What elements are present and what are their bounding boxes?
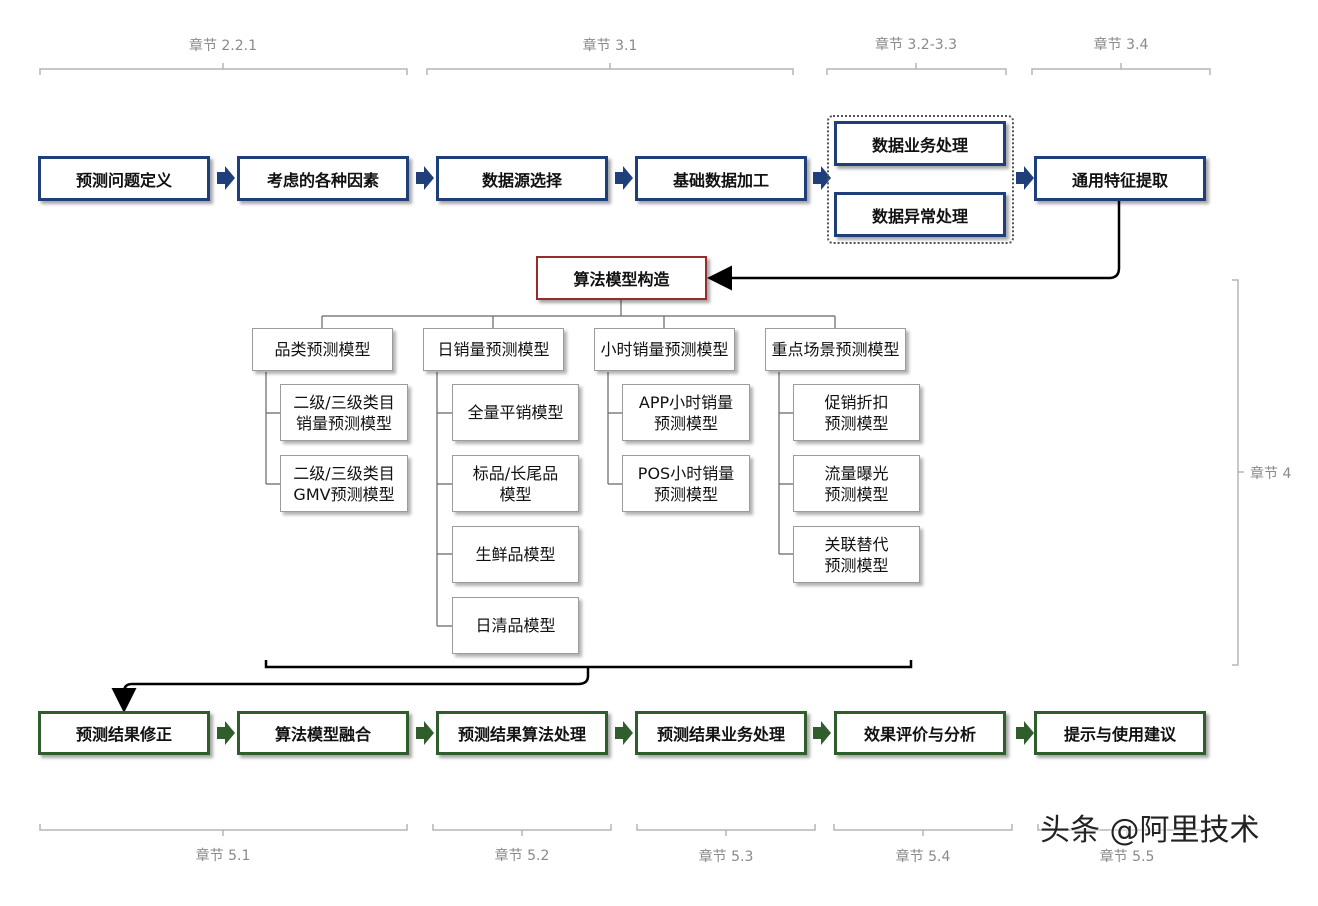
chapter-label-top-4: 章节 3.4	[1093, 37, 1149, 53]
bracket-bottom-3	[636, 824, 816, 836]
step-data-source: 数据源选择	[436, 156, 608, 201]
bracket-bottom-1	[39, 824, 408, 836]
category-scenario-model: 重点场景预测模型	[765, 328, 906, 371]
step-data-processing: 基础数据加工	[635, 156, 807, 201]
chapter-label-side: 章节 4	[1250, 466, 1292, 482]
bracket-bottom-4	[833, 824, 1013, 836]
arrow-top-5	[1016, 166, 1034, 190]
step-factors: 考虑的各种因素	[237, 156, 409, 201]
arrow-top-3	[615, 166, 633, 190]
model-item: 促销折扣 预测模型	[793, 384, 920, 441]
chapter-label-bottom-2: 章节 5.2	[494, 848, 550, 864]
step-result-algorithm-processing: 预测结果算法处理	[436, 711, 608, 755]
arrow-bottom-5	[1016, 721, 1034, 745]
step-model-fusion: 算法模型融合	[237, 711, 409, 755]
chapter-label-bottom-3: 章节 5.3	[698, 849, 754, 865]
arrow-bottom-1	[217, 721, 235, 745]
step-feature-extraction: 通用特征提取	[1034, 156, 1206, 201]
bracket-top-4	[1031, 63, 1211, 75]
tree-cat2	[436, 372, 452, 627]
model-item: 全量平销模型	[452, 384, 579, 441]
algorithm-model-construction: 算法模型构造	[536, 256, 707, 300]
bracket-top-2	[426, 63, 794, 75]
bracket-top-1	[39, 63, 408, 75]
tree-root-branch	[321, 300, 836, 330]
model-item: 流量曝光 预测模型	[793, 455, 920, 512]
watermark: 头条 @阿里技术	[1040, 813, 1260, 848]
chapter-label-bottom-5: 章节 5.5	[1099, 849, 1155, 865]
step-evaluation: 效果评价与分析	[834, 711, 1006, 755]
category-daily-model: 日销量预测模型	[423, 328, 564, 371]
bracket-bottom-5	[1037, 824, 1217, 836]
bottom-brackets	[39, 824, 1217, 836]
model-item: 日清品模型	[452, 597, 579, 654]
step-anomaly-processing: 数据异常处理	[834, 192, 1006, 237]
chapter-label-top-2: 章节 3.1	[582, 38, 638, 54]
bracket-top-3	[826, 63, 1007, 75]
bracket-side	[1232, 279, 1244, 666]
bottom-arrows	[217, 721, 1034, 745]
connector-feature-to-algorithm	[707, 201, 1121, 291]
arrow-top-1	[217, 166, 235, 190]
step-result-correction: 预测结果修正	[38, 711, 210, 755]
model-item: 标品/长尾品 模型	[452, 455, 579, 512]
chapter-label-top-1: 章节 2.2.1	[188, 38, 258, 54]
connector-algorithm-to-correction	[111, 667, 590, 713]
tree-cat1	[265, 372, 280, 485]
model-item: POS小时销量 预测模型	[622, 455, 750, 512]
top-arrows	[217, 166, 1034, 190]
arrow-bottom-4	[813, 721, 831, 745]
data-processing-group	[827, 115, 1014, 244]
tree-connectors	[265, 300, 836, 627]
arrow-top-2	[416, 166, 434, 190]
model-item: 生鲜品模型	[452, 526, 579, 583]
arrow-top-4	[813, 166, 831, 190]
model-item: 二级/三级类目 GMV预测模型	[280, 455, 408, 512]
step-usage-suggestions: 提示与使用建议	[1034, 711, 1206, 755]
top-brackets	[39, 63, 1211, 75]
model-item: 二级/三级类目 销量预测模型	[280, 384, 408, 441]
step-business-processing: 数据业务处理	[834, 121, 1006, 166]
bracket-bottom-2	[432, 824, 612, 836]
category-hourly-model: 小时销量预测模型	[594, 328, 735, 371]
category-category-model: 品类预测模型	[252, 328, 393, 371]
chapter-label-bottom-1: 章节 5.1	[195, 848, 251, 864]
arrow-bottom-3	[615, 721, 633, 745]
tree-cat3	[607, 372, 622, 485]
arrow-bottom-2	[416, 721, 434, 745]
step-problem-definition: 预测问题定义	[38, 156, 210, 201]
algorithm-bracket	[264, 660, 913, 669]
chapter-label-top-3: 章节 3.2-3.3	[874, 37, 958, 53]
model-item: 关联替代 预测模型	[793, 526, 920, 583]
step-result-business-processing: 预测结果业务处理	[635, 711, 807, 755]
chapter-label-bottom-4: 章节 5.4	[895, 849, 951, 865]
tree-cat4	[778, 372, 793, 555]
model-item: APP小时销量 预测模型	[622, 384, 750, 441]
